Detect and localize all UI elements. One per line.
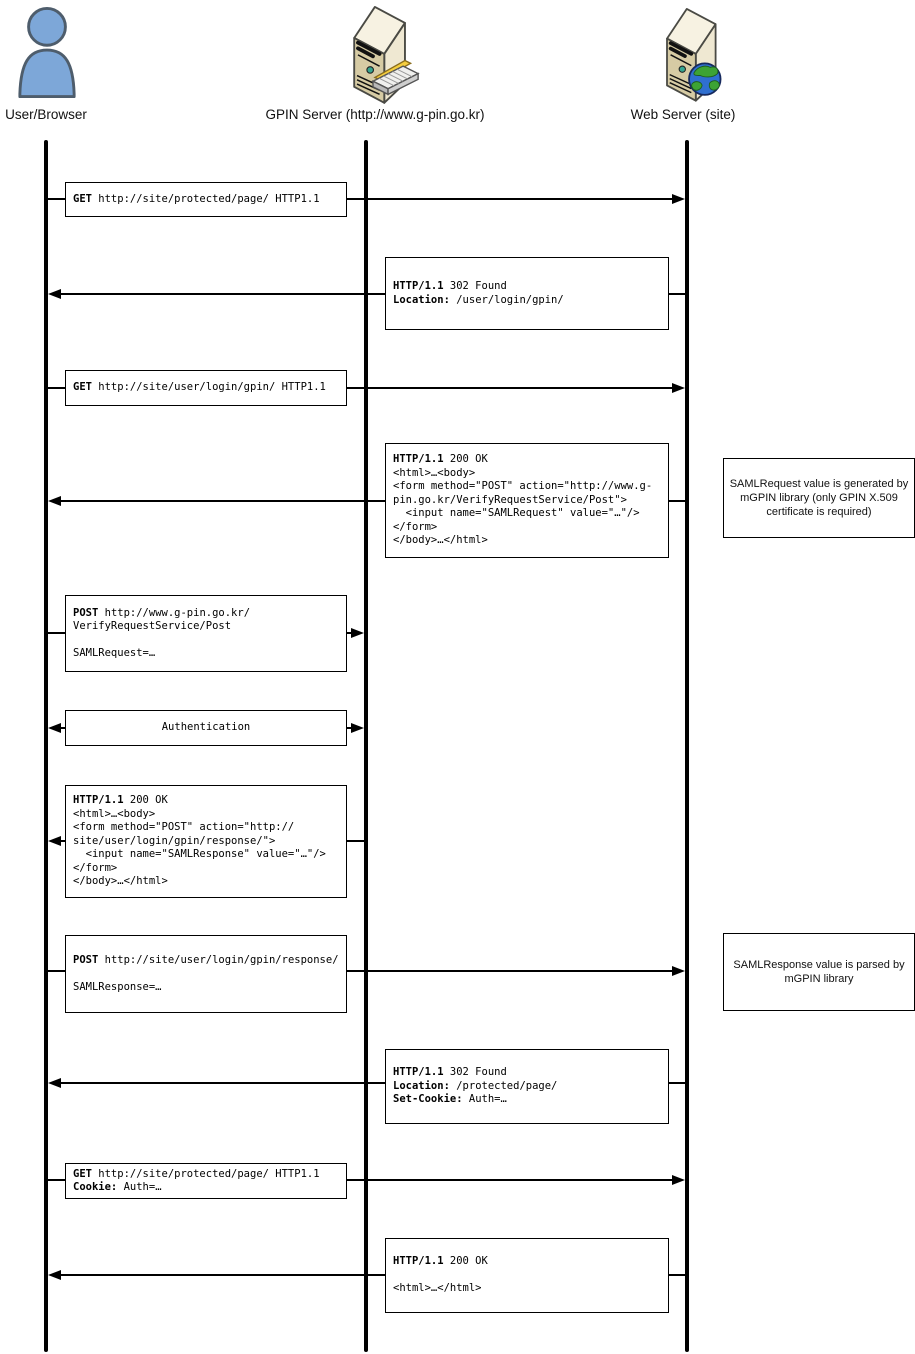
arrowhead-right-icon	[672, 194, 685, 204]
message-authentication: Authentication	[65, 710, 347, 746]
arrowhead-left-icon	[48, 1270, 61, 1280]
actor-label-web-server: Web Server (site)	[630, 107, 736, 122]
arrowhead-right-icon	[672, 966, 685, 976]
arrowhead-right-icon	[672, 383, 685, 393]
arrowhead-left-icon	[48, 723, 61, 733]
message-line	[46, 198, 672, 200]
message-200-ok-samlrequest-form: HTTP/1.1 200 OK<html>…<body><form method…	[385, 443, 669, 558]
message-line	[61, 1274, 685, 1276]
arrowhead-left-icon	[48, 1078, 61, 1088]
message-line	[61, 293, 685, 295]
lifeline-web-server	[685, 140, 689, 1352]
arrowhead-left-icon	[48, 496, 61, 506]
note-samlrequest-generated: SAMLRequest value is generated by mGPIN …	[723, 458, 915, 538]
message-line	[61, 1082, 685, 1084]
message-post-gpin-response: POST http://site/user/login/gpin/respons…	[65, 935, 347, 1013]
actor-label-user-browser: User/Browser	[5, 107, 87, 122]
lifeline-gpin-server	[364, 140, 368, 1352]
message-200-ok-samlresponse-form: HTTP/1.1 200 OK<html>…<body><form method…	[65, 785, 347, 898]
message-line	[46, 387, 672, 389]
message-get-login-gpin: GET http://site/user/login/gpin/ HTTP1.1	[65, 370, 347, 406]
arrowhead-right-icon	[351, 628, 364, 638]
message-200-ok-html: HTTP/1.1 200 OK <html>…</html>	[385, 1238, 669, 1313]
note-samlresponse-parsed: SAMLResponse value is parsed by mGPIN li…	[723, 933, 915, 1011]
actor-label-gpin-server: GPIN Server (http://www.g-pin.go.kr)	[265, 107, 485, 122]
arrowhead-right-icon	[351, 723, 364, 733]
arrowhead-right-icon	[672, 1175, 685, 1185]
message-line	[61, 500, 685, 502]
arrowhead-left-icon	[48, 836, 61, 846]
message-line	[46, 970, 672, 972]
server-keyboard-icon	[326, 0, 420, 111]
person-icon	[16, 6, 78, 105]
message-get-protected-page: GET http://site/protected/page/ HTTP1.1	[65, 182, 347, 217]
arrowhead-left-icon	[48, 289, 61, 299]
lifeline-user	[44, 140, 48, 1352]
globe-icon	[688, 62, 722, 96]
message-line	[46, 1179, 672, 1181]
message-post-verifyrequestservice: POST http://www.g-pin.go.kr/VerifyReques…	[65, 595, 347, 672]
server-globe-icon	[640, 0, 730, 111]
